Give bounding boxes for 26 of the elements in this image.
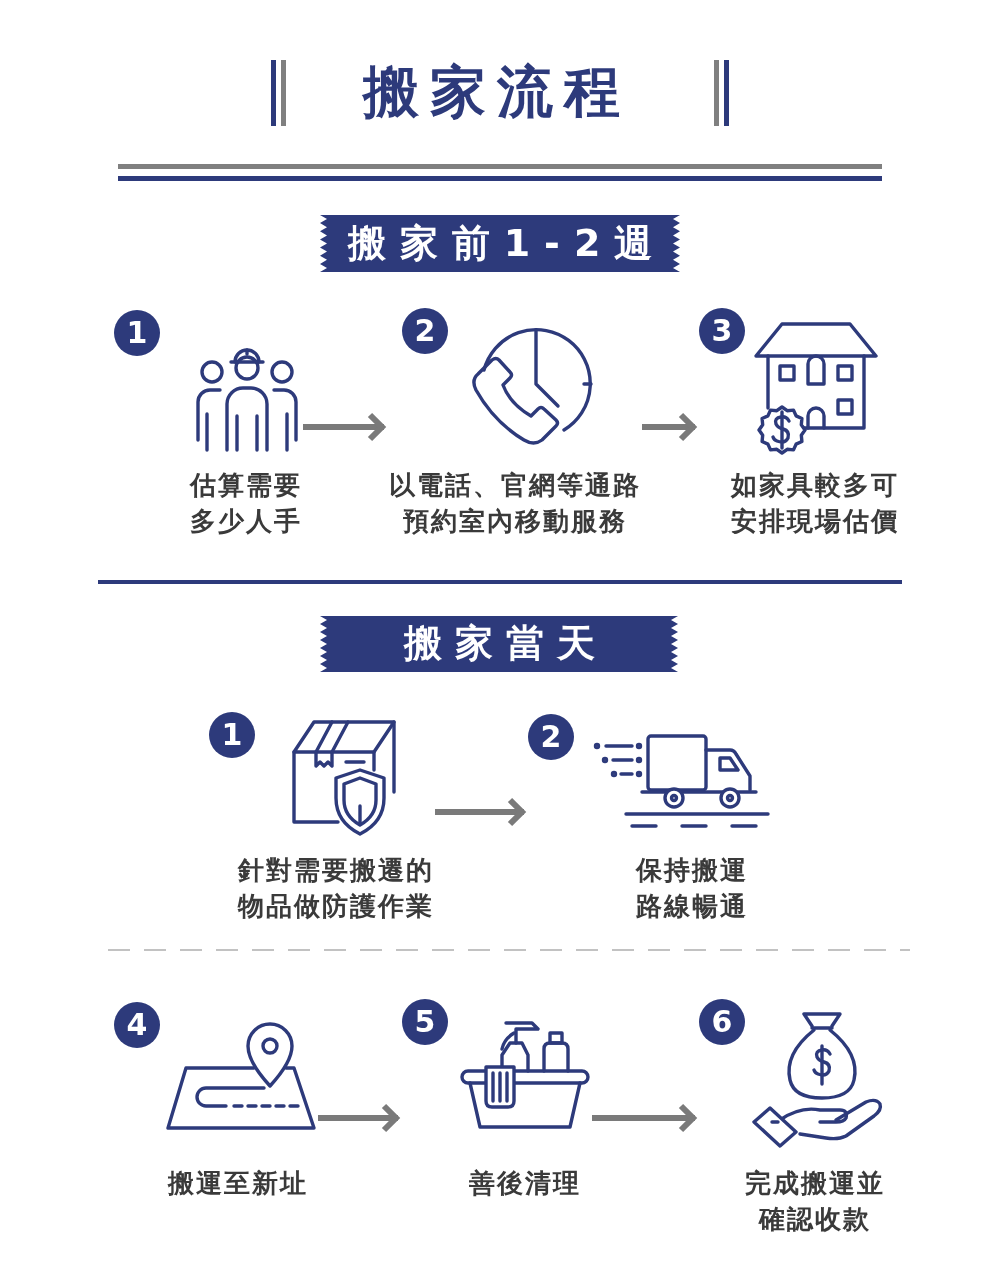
arrow [318,1103,399,1133]
step-description: 如家具較多可安排現場估價 [730,469,900,538]
number-badge: 1 [114,310,160,356]
step-description: 針對需要搬遷的物品做防護作業 [237,854,435,923]
arrow [303,412,385,442]
step-description: 保持搬運路線暢通 [635,854,749,923]
number-badge: 2 [528,714,574,760]
number-badge: 6 [699,999,745,1045]
step-description: 完成搬運並確認收款 [744,1167,886,1236]
section-banner [320,215,680,272]
step-description: 以電話、官網等通路預約室內移動服務 [388,469,642,538]
banner-title: 搬家前1-2週 [346,222,667,265]
step-description: 估算需要多少人手 [189,469,303,538]
number-badge: 2 [402,308,448,354]
section-banner [320,616,678,672]
number-badge: 4 [114,1002,160,1048]
step-description: 善後清理 [468,1167,582,1200]
banner-title: 搬家當天 [402,623,608,665]
number-badge: 3 [699,308,745,354]
number-badge: 5 [402,999,448,1045]
arrow [642,412,696,442]
page-title: 搬家流程 [361,59,631,125]
number-badge: 1 [209,712,255,758]
arrow [592,1103,696,1133]
step-description: 搬運至新址 [167,1167,309,1200]
arrow [435,797,525,827]
